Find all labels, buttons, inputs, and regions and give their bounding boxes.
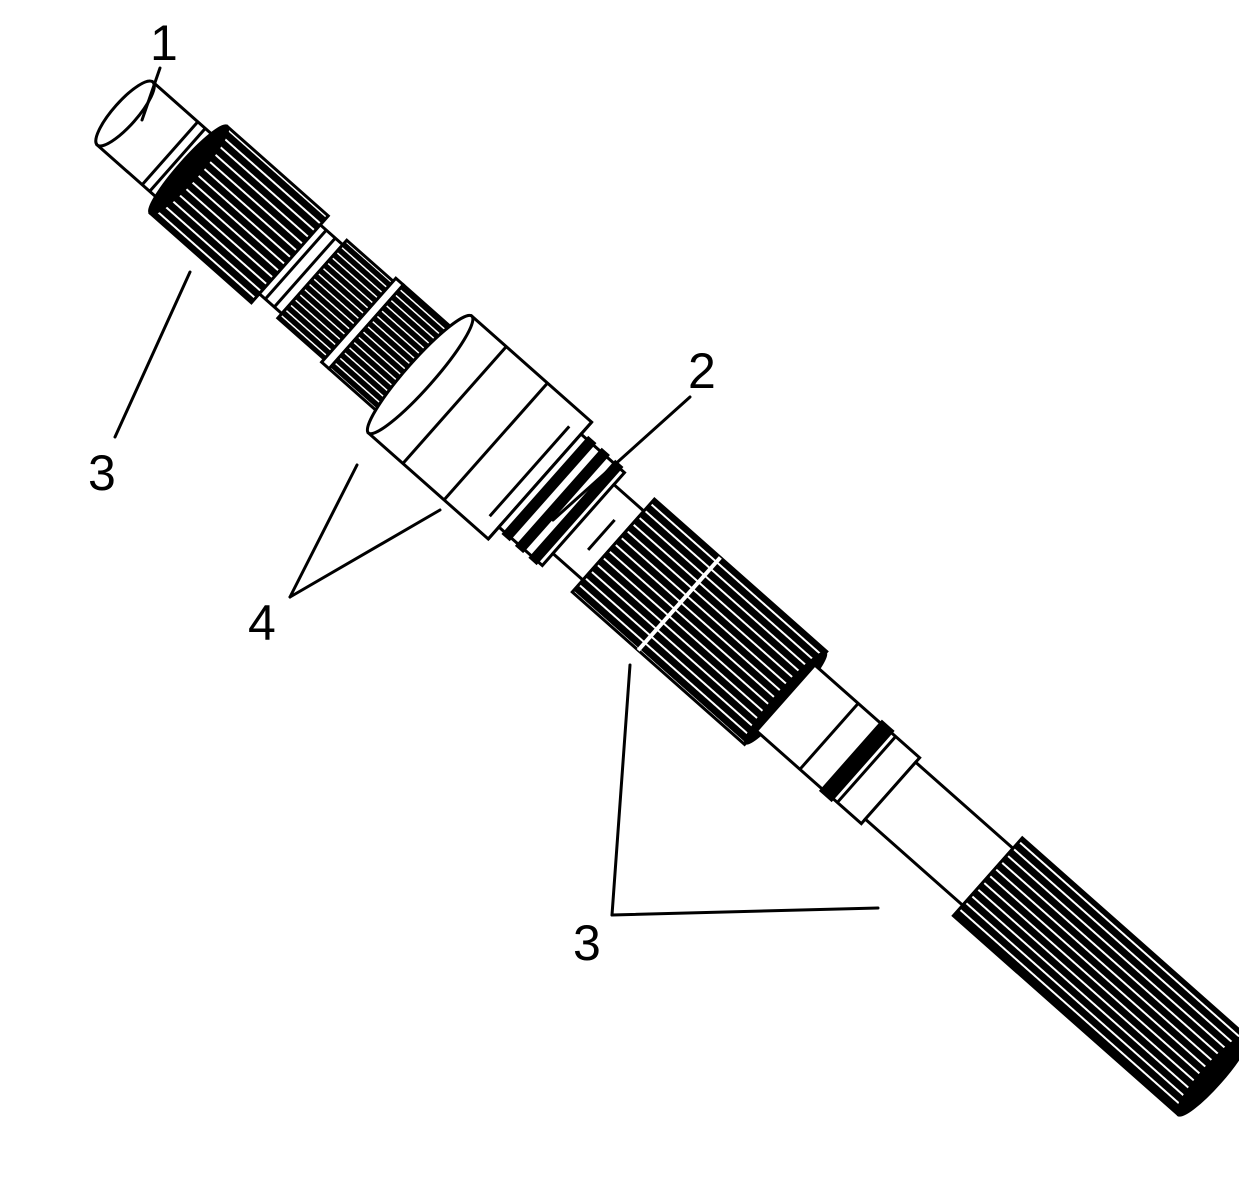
callout-4-leader-b [288,508,442,599]
seal-rings [496,432,627,568]
callout-3-bottom-label: 3 [573,915,601,971]
callout-2-label: 2 [688,343,716,399]
callout-3-bottom-leader-a [610,663,632,917]
shaft-icon [94,79,1239,1117]
callout-2: 2 [551,343,716,522]
callout-3-top-label: 3 [88,445,116,501]
callout-2-leader [551,395,692,522]
callout-3-top: 3 [88,270,192,501]
callout-1: 1 [140,15,178,122]
callout-1-label: 1 [150,15,178,71]
callout-1-leader [140,66,162,122]
journal [754,662,922,826]
callout-4-leader-a [288,463,359,599]
callout-3-bottom-leader-b [610,906,880,917]
callout-4-label: 4 [248,595,276,651]
spline-output [951,835,1239,1117]
callout-4: 4 [248,463,442,651]
callout-3-bottom: 3 [573,663,880,971]
spline-upper [148,124,331,305]
callout-3-top-leader [113,270,192,439]
